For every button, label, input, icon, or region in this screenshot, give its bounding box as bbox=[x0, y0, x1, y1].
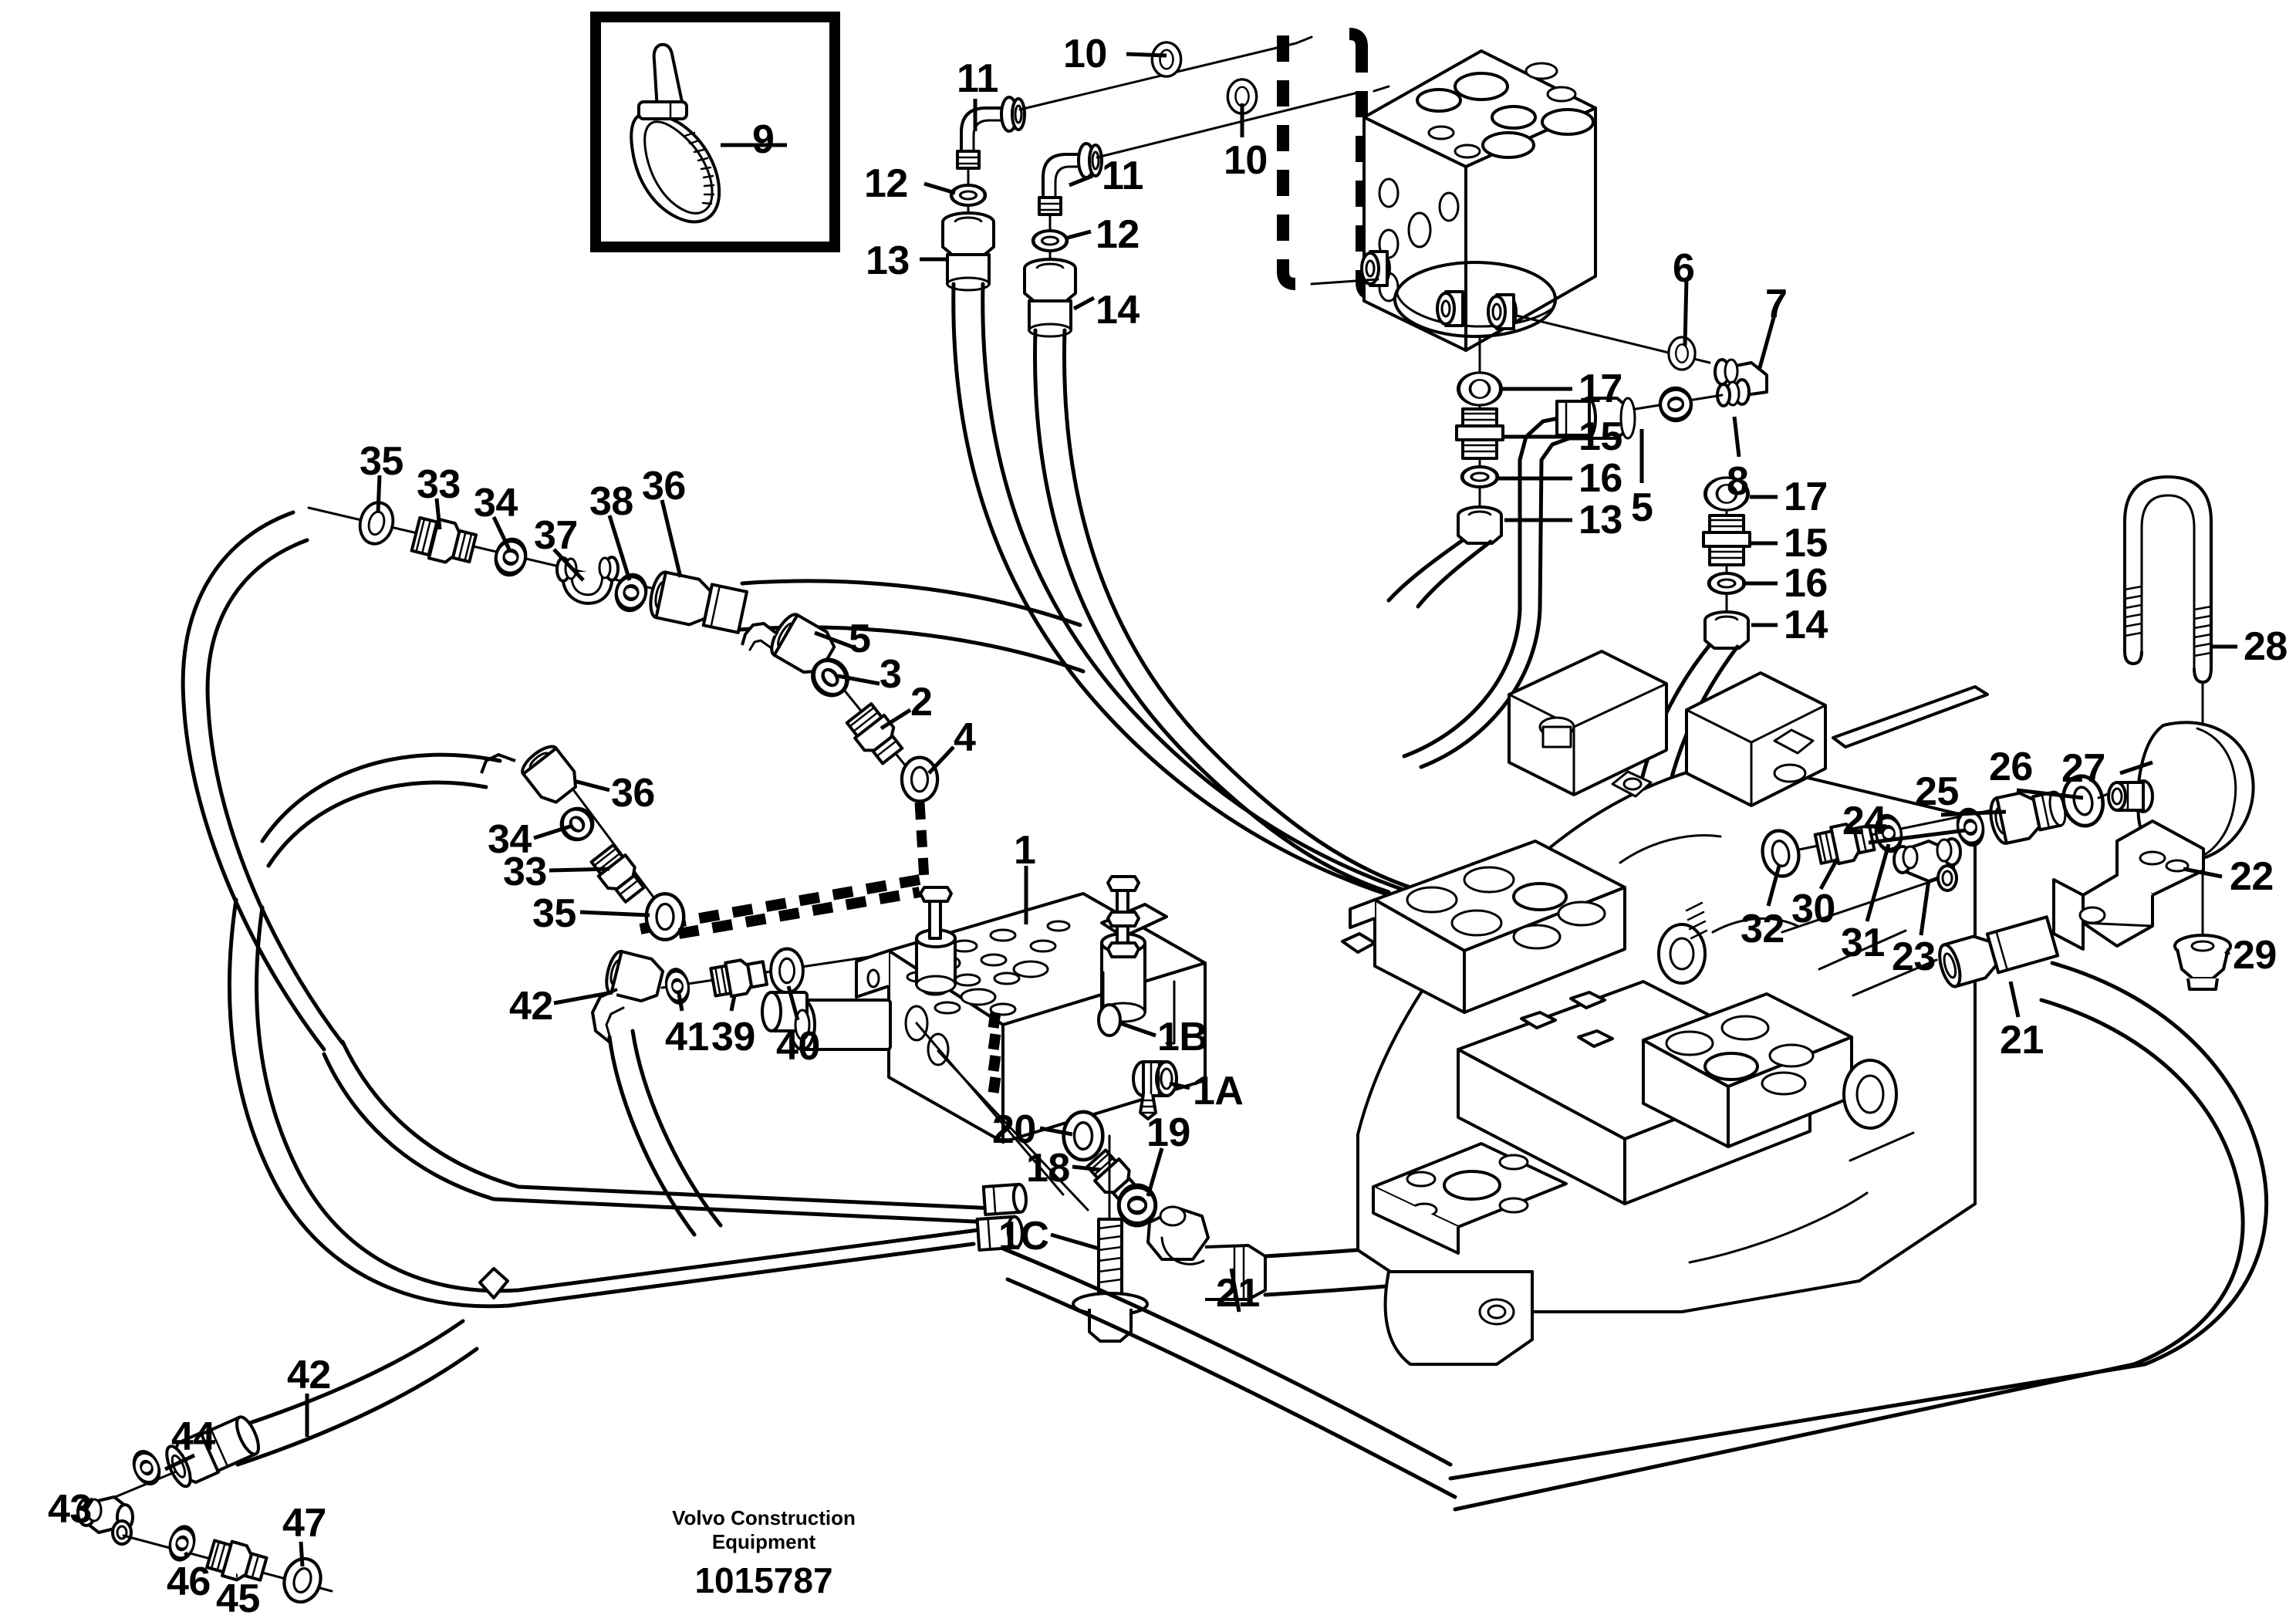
callout-label-1b: 1B bbox=[1157, 1015, 1208, 1059]
callout-label-37: 37 bbox=[534, 513, 578, 558]
grommet-plug-29 bbox=[2173, 934, 2232, 991]
callout-label-33-top: 33 bbox=[417, 462, 461, 507]
callout-label-36-mid: 36 bbox=[611, 771, 655, 816]
callout-label-16-a: 16 bbox=[1578, 456, 1622, 501]
center-assembly-5-3-2-4 bbox=[741, 613, 937, 880]
callout-label-45: 45 bbox=[216, 1576, 260, 1621]
machine-body-right bbox=[1341, 650, 1989, 1366]
callout-label-39: 39 bbox=[711, 1015, 755, 1059]
manifold-block-1 bbox=[761, 875, 1207, 1144]
callout-label-17-b: 17 bbox=[1784, 475, 1828, 519]
callout-label-2: 2 bbox=[910, 680, 933, 725]
callout-label-18: 18 bbox=[1026, 1146, 1070, 1191]
callout-label-13-left: 13 bbox=[866, 238, 910, 283]
callout-label-11-left: 11 bbox=[957, 56, 998, 101]
callout-label-8: 8 bbox=[1727, 459, 1749, 504]
callout-label-38: 38 bbox=[589, 479, 633, 524]
callout-label-25: 25 bbox=[1915, 769, 1959, 814]
callout-label-13-a: 13 bbox=[1578, 498, 1622, 542]
callout-label-29: 29 bbox=[2233, 933, 2277, 978]
callout-label-7: 7 bbox=[1765, 282, 1788, 326]
callout-label-36-top: 36 bbox=[642, 464, 686, 509]
callout-label-26: 26 bbox=[1989, 745, 2033, 789]
callout-label-22: 22 bbox=[2230, 854, 2274, 899]
callout-label-19: 19 bbox=[1146, 1110, 1190, 1155]
callout-label-17-a: 17 bbox=[1578, 367, 1622, 411]
callout-label-12-right: 12 bbox=[1096, 212, 1140, 257]
stack-A-fittings bbox=[1386, 369, 1504, 609]
callout-label-42-bottom: 42 bbox=[287, 1353, 331, 1397]
callout-label-20: 20 bbox=[992, 1107, 1036, 1152]
mounting-bracket-22 bbox=[2052, 819, 2205, 951]
callout-label-10-upper: 10 bbox=[1063, 32, 1107, 76]
callout-label-41: 41 bbox=[665, 1015, 709, 1059]
tee-fitting-23 bbox=[1893, 837, 1962, 892]
callout-label-46: 46 bbox=[167, 1559, 211, 1604]
u-bolt-28 bbox=[2123, 475, 2213, 938]
callout-label-23: 23 bbox=[1892, 934, 1936, 979]
hose-bundle-lower bbox=[228, 897, 1028, 1309]
callout-label-10-lower: 10 bbox=[1224, 138, 1268, 183]
valve-block-cube bbox=[1310, 49, 1597, 495]
callout-label-5-right: 5 bbox=[1631, 485, 1653, 530]
callout-label-4: 4 bbox=[954, 715, 976, 760]
callout-label-32: 32 bbox=[1741, 907, 1784, 951]
part-number: 1015787 bbox=[694, 1560, 833, 1601]
callout-label-47: 47 bbox=[282, 1501, 326, 1546]
callout-label-1: 1 bbox=[1014, 828, 1036, 873]
callout-label-35-top: 35 bbox=[360, 439, 403, 484]
callout-label-34-top: 34 bbox=[474, 481, 518, 525]
callout-label-15-a: 15 bbox=[1578, 414, 1622, 459]
hose-42-mid bbox=[591, 949, 912, 1237]
callout-label-21-right: 21 bbox=[2000, 1018, 2044, 1063]
callout-label-42-mid: 42 bbox=[509, 984, 553, 1029]
callout-label-34-mid: 34 bbox=[488, 817, 532, 862]
callout-label-21-center: 21 bbox=[1216, 1271, 1260, 1316]
callout-label-33-mid: 33 bbox=[503, 850, 547, 894]
callout-label-3: 3 bbox=[880, 652, 902, 697]
accumulator-27 bbox=[2107, 721, 2255, 863]
callout-label-1a: 1A bbox=[1193, 1069, 1244, 1113]
tube-assembly-5 bbox=[1402, 397, 1636, 769]
bottom-left-assembly bbox=[76, 1319, 479, 1607]
callout-label-15-b: 15 bbox=[1784, 521, 1828, 566]
callout-label-24: 24 bbox=[1842, 799, 1886, 843]
callout-label-14-b: 14 bbox=[1784, 603, 1828, 647]
brand-line-2: Equipment bbox=[711, 1529, 816, 1553]
left-diagonal-assembly bbox=[181, 497, 1086, 1052]
assembly-hose-14 bbox=[1023, 142, 1413, 894]
footer-block: Volvo Construction Equipment 1015787 bbox=[571, 1506, 957, 1601]
callout-label-40: 40 bbox=[776, 1024, 820, 1069]
callout-label-44: 44 bbox=[171, 1414, 215, 1459]
elbow-adapter-7 bbox=[1634, 358, 1768, 422]
dashed-reference-brackets bbox=[1277, 28, 1375, 301]
callout-label-16-b: 16 bbox=[1784, 561, 1828, 606]
callout-label-27: 27 bbox=[2061, 746, 2105, 791]
callout-label-31: 31 bbox=[1841, 921, 1885, 965]
callout-label-6: 6 bbox=[1673, 246, 1695, 291]
oring-10-leaders bbox=[1018, 35, 1390, 159]
right-assembly-chain bbox=[1448, 721, 2269, 1512]
callout-label-9: 9 bbox=[752, 117, 775, 162]
callout-label-30: 30 bbox=[1791, 887, 1835, 931]
cable-tie-icon bbox=[630, 42, 721, 224]
inset-box bbox=[590, 12, 840, 252]
callout-label-12-left: 12 bbox=[864, 161, 908, 206]
callout-label-11-right: 11 bbox=[1102, 154, 1143, 198]
callout-label-1c: 1C bbox=[998, 1214, 1049, 1259]
callout-label-28: 28 bbox=[2244, 624, 2288, 669]
brand-line-1: Volvo Construction bbox=[672, 1506, 856, 1529]
callout-label-14-right: 14 bbox=[1096, 288, 1140, 333]
left-center-assembly bbox=[260, 745, 921, 940]
callout-leaders bbox=[83, 52, 2237, 1578]
callout-label-5-center: 5 bbox=[849, 617, 871, 661]
assembly-hose-13 bbox=[941, 96, 1431, 904]
callout-label-35-mid: 35 bbox=[532, 891, 576, 936]
callout-label-43: 43 bbox=[48, 1487, 92, 1532]
